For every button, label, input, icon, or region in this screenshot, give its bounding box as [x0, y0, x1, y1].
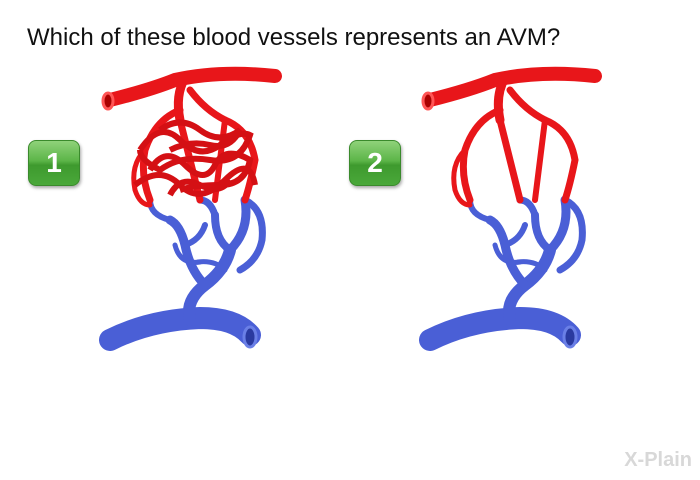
diagram-1-avm: [103, 74, 275, 347]
diagram-2-normal: [423, 74, 595, 347]
choice-1-button[interactable]: 1: [28, 140, 80, 186]
choice-2-button[interactable]: 2: [349, 140, 401, 186]
question-title: Which of these blood vessels represents …: [27, 24, 561, 51]
xplain-logo: X-Plain: [624, 449, 692, 471]
avm-tangle: [133, 119, 258, 197]
